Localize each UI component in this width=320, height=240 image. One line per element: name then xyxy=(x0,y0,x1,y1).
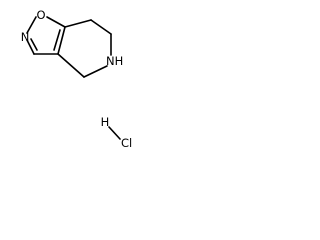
bond-o-n xyxy=(26,16,37,34)
isoxazole-ring xyxy=(26,16,66,55)
bond-n5-c4 xyxy=(83,65,108,78)
bond-c3a-c7a xyxy=(57,26,66,55)
bond-c4-c3a xyxy=(57,53,85,78)
bond-n-c3 xyxy=(26,39,35,55)
amine-nh-label: NH xyxy=(106,54,123,68)
bond-o-c7a xyxy=(46,16,66,28)
bond-c7a-c7 xyxy=(64,19,92,28)
chemical-structure-diagram: O N NH H Cl xyxy=(21,8,133,150)
bond-h-cl xyxy=(108,126,121,140)
bond-c7-c6 xyxy=(90,19,112,35)
piperidine-ring xyxy=(57,19,112,78)
bond-c3a-c7a-inner xyxy=(53,29,61,51)
chlorine-atom-label: Cl xyxy=(121,136,132,150)
isoxazole-nitrogen-label: N xyxy=(21,30,30,44)
oxygen-atom-label: O xyxy=(36,8,45,22)
hydrogen-atom-label: H xyxy=(101,115,110,129)
bond-n-c3-inner xyxy=(30,38,38,51)
